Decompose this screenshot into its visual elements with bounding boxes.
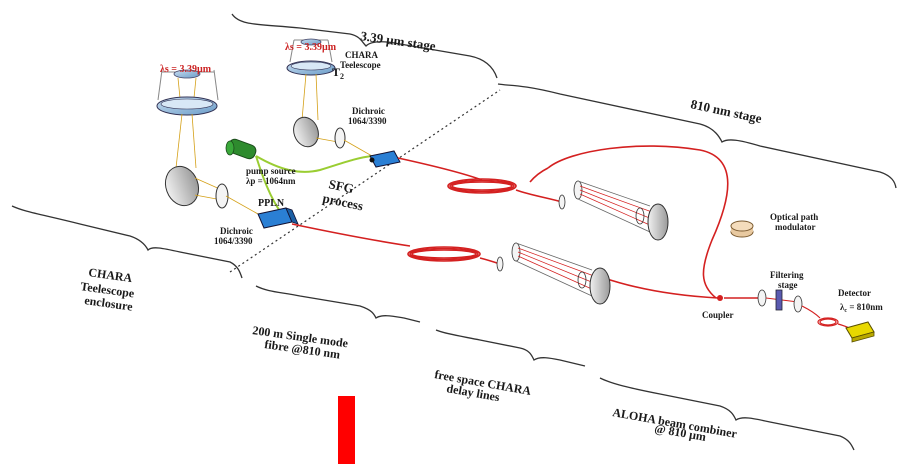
brace-delay [436, 330, 585, 366]
pump-source [226, 138, 258, 161]
label-coupler: Coupler [702, 310, 734, 320]
label-detector-1: Detector [838, 288, 871, 298]
label-opm-2: modulator [775, 222, 816, 232]
label-opm-1: Optical path [770, 212, 818, 222]
label-dichroic-bot-2: 1064/3390 [214, 236, 253, 246]
brace-fibre [256, 286, 420, 322]
label-lambda-s-left: λs = 3.39µm [160, 64, 212, 75]
label-filter-1: Filtering [770, 270, 804, 280]
label-detector-2: λc = 810nm [840, 302, 883, 314]
filtering-stage [758, 290, 802, 312]
single-mode-fibres [292, 146, 760, 298]
optical-path-modulator [731, 221, 753, 237]
label-ppln: PPLN [258, 198, 285, 209]
detector [846, 322, 874, 342]
coupler-dot [717, 295, 723, 301]
label-filter-2: stage [778, 280, 798, 290]
label-pump-1: pump source [246, 166, 296, 176]
label-stage-810: 810 nm stage [689, 96, 763, 126]
red-bar [338, 396, 355, 464]
text-labels: λs = 3.39µm λs = 3.39µm T2 CHARA Teelesc… [80, 28, 884, 444]
label-dichroic-top-1: Dichroic [352, 106, 385, 116]
label-lambda-s-top: λs = 3.39µm [285, 42, 337, 53]
label-dichroic-bot-1: Dichroic [220, 226, 253, 236]
label-pump-2: λp = 1064nm [246, 176, 296, 186]
brace-enclosure [12, 206, 242, 278]
delay-line-lower [497, 243, 610, 304]
label-sfg-2: process [321, 190, 364, 213]
label-dichroic-top-2: 1064/3390 [348, 116, 387, 126]
label-chara-tele-top-1: CHARA [345, 50, 378, 60]
delay-line-upper [559, 181, 668, 240]
label-chara-tele-top-2: Teelescope [340, 60, 381, 70]
